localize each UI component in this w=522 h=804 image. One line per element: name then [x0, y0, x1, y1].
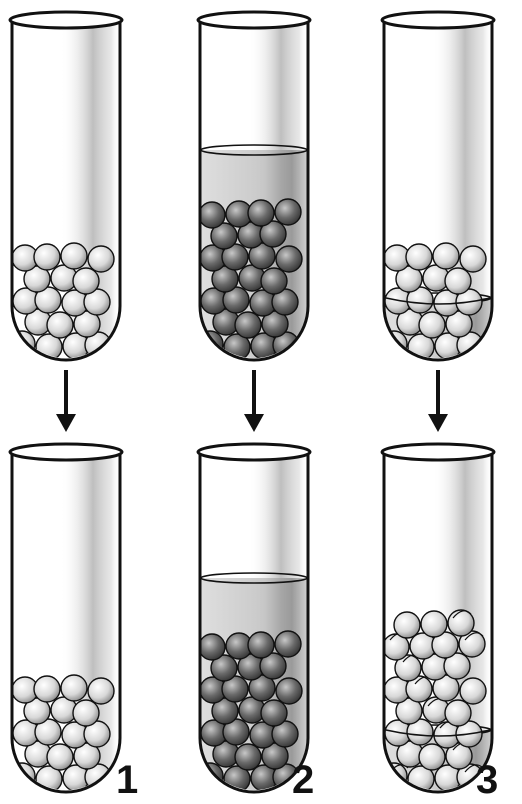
- seed: [445, 700, 471, 726]
- seed: [88, 678, 114, 704]
- seed: [276, 246, 302, 272]
- seed: [406, 244, 432, 270]
- seed: [261, 700, 287, 726]
- seed: [419, 744, 445, 770]
- seed: [248, 200, 274, 226]
- seed: [61, 675, 87, 701]
- seed: [276, 678, 302, 704]
- seed: [275, 631, 301, 657]
- seed: [47, 744, 73, 770]
- seed: [275, 199, 301, 225]
- seed: [248, 632, 274, 658]
- seed: [445, 268, 471, 294]
- seed: [460, 678, 486, 704]
- seed: [199, 634, 225, 660]
- tube-label-2: 2: [292, 760, 314, 800]
- seed: [34, 676, 60, 702]
- seed: [460, 246, 486, 272]
- tube-2-after: [197, 444, 310, 792]
- seed: [73, 268, 99, 294]
- seed: [34, 244, 60, 270]
- down-arrow-icon: [428, 370, 448, 432]
- tube-2-before: [197, 12, 310, 360]
- down-arrow-icon: [244, 370, 264, 432]
- tube-3-after: [381, 444, 494, 792]
- seed: [47, 312, 73, 338]
- tube-1-after: [9, 444, 122, 792]
- seed: [419, 312, 445, 338]
- tube-label-1: 1: [116, 760, 138, 800]
- seed: [88, 246, 114, 272]
- seed: [73, 700, 99, 726]
- seed: [421, 611, 447, 637]
- down-arrow-icon: [56, 370, 76, 432]
- seed: [235, 744, 261, 770]
- tube-3-before: [381, 12, 494, 360]
- tube-label-3: 3: [476, 760, 498, 800]
- seed: [235, 312, 261, 338]
- seed: [433, 243, 459, 269]
- seed: [261, 268, 287, 294]
- seed: [394, 612, 420, 638]
- tube-1-before: [9, 12, 122, 360]
- seed: [199, 202, 225, 228]
- seed: [61, 243, 87, 269]
